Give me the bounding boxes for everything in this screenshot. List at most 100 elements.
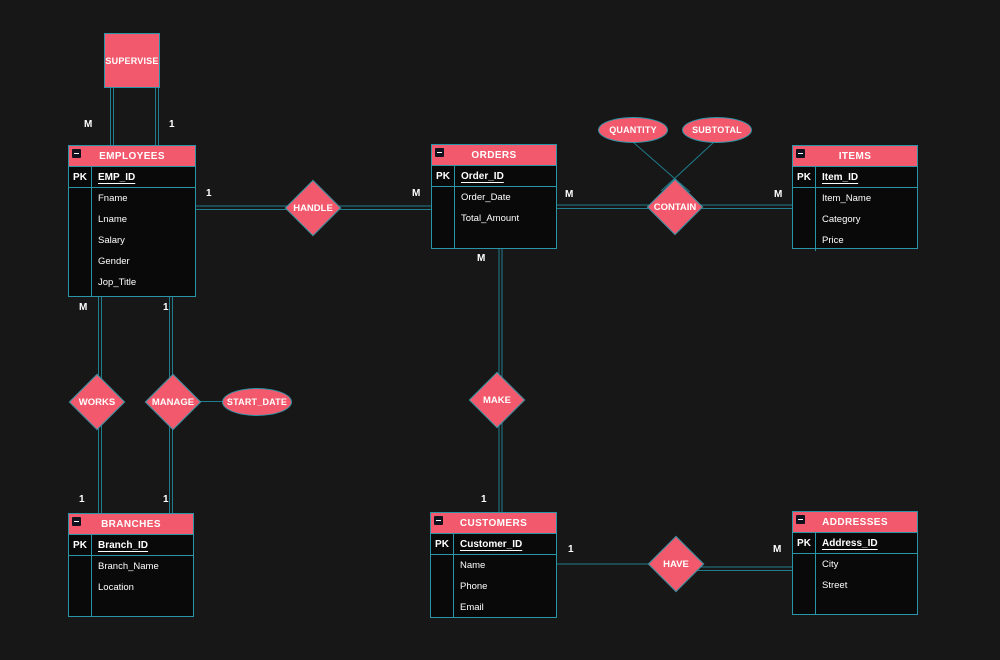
attribute: Street	[822, 580, 848, 591]
pk-attribute: Item_ID	[822, 171, 859, 183]
attribute: Email	[460, 602, 484, 613]
cardinality-label: 1	[481, 494, 487, 505]
attribute-section: Fname Lname Salary Gender Jop_Title	[69, 188, 195, 296]
pk-row: PK Branch_ID	[69, 534, 193, 556]
oval-label: SUBTOTAL	[692, 125, 742, 135]
pk-attribute: Order_ID	[461, 170, 504, 182]
entity-table-addresses[interactable]: ADDRESSES PK Address_ID City Street	[792, 511, 918, 615]
relationship-label: MAKE	[483, 394, 511, 406]
entity-table-orders[interactable]: ORDERS PK Order_ID Order_Date Total_Amou…	[431, 144, 557, 249]
cardinality-label: 1	[568, 544, 574, 555]
attribute-section: Item_Name Category Price	[793, 188, 917, 251]
collapse-icon[interactable]	[72, 517, 81, 526]
entity-header: ORDERS	[432, 145, 556, 165]
cardinality-label: M	[477, 253, 486, 264]
entity-table-items[interactable]: ITEMS PK Item_ID Item_Name Category Pric…	[792, 145, 918, 251]
attribute: Jop_Title	[98, 277, 137, 288]
gutter	[793, 554, 816, 614]
pk-row: PK Order_ID	[432, 165, 556, 187]
collapse-icon[interactable]	[796, 515, 805, 524]
cardinality-label: M	[565, 189, 574, 200]
attribute-section: Branch_Name Location	[69, 556, 193, 616]
cardinality-label: M	[79, 302, 88, 313]
pk-row: PK Customer_ID	[431, 533, 556, 555]
relationship-label: MANAGE	[151, 396, 195, 408]
attribute-oval-quantity[interactable]: QUANTITY	[598, 117, 668, 143]
relationship-handle[interactable]: HANDLE	[284, 179, 342, 237]
pk-row: PK EMP_ID	[69, 166, 195, 188]
attribute: Category	[822, 214, 861, 225]
minus-glyph	[798, 519, 803, 520]
entity-header: BRANCHES	[69, 514, 193, 534]
pk-label: PK	[432, 166, 455, 186]
pk-label: PK	[793, 167, 816, 187]
pk-attribute: Address_ID	[822, 537, 878, 549]
attribute-section: Name Phone Email	[431, 555, 556, 618]
attribute-oval-start-date[interactable]: START_DATE	[222, 388, 292, 416]
entity-header: EMPLOYEES	[69, 146, 195, 166]
entity-title: ADDRESSES	[822, 516, 888, 528]
pk-row: PK Item_ID	[793, 166, 917, 188]
pk-label: PK	[431, 534, 454, 554]
relationship-make[interactable]: MAKE	[468, 371, 526, 429]
attribute: Lname	[98, 214, 128, 225]
pk-attribute: EMP_ID	[98, 171, 136, 183]
relationship-have[interactable]: HAVE	[647, 535, 705, 593]
minus-glyph	[436, 520, 441, 521]
cardinality-label: M	[84, 119, 93, 130]
relationship-manage[interactable]: MANAGE	[144, 373, 202, 431]
relationship-label: SUPERVISE	[105, 55, 159, 66]
entity-table-employees[interactable]: EMPLOYEES PK EMP_ID Fname Lname Salary G…	[68, 145, 196, 297]
relationship-works[interactable]: WORKS	[68, 373, 126, 431]
attribute: Name	[460, 560, 486, 571]
gutter	[432, 187, 455, 248]
entity-header: ITEMS	[793, 146, 917, 166]
attribute-section: City Street	[793, 554, 917, 614]
cardinality-label: 1	[206, 188, 212, 199]
attribute: Item_Name	[822, 193, 872, 204]
pk-label: PK	[793, 533, 816, 553]
attribute: Location	[98, 582, 134, 593]
entity-title: BRANCHES	[101, 518, 161, 530]
cardinality-label: 1	[163, 494, 169, 505]
pk-attribute: Branch_ID	[98, 539, 149, 551]
relationship-label: CONTAIN	[653, 201, 697, 213]
collapse-icon[interactable]	[796, 149, 805, 158]
gutter	[69, 188, 92, 296]
attribute: Phone	[460, 581, 488, 592]
entity-table-branches[interactable]: BRANCHES PK Branch_ID Branch_Name Locati…	[68, 513, 194, 617]
oval-label: START_DATE	[226, 397, 288, 407]
connector-supervise-employees-right	[155, 88, 159, 145]
gutter	[431, 555, 454, 618]
attribute: Fname	[98, 193, 128, 204]
collapse-icon[interactable]	[435, 148, 444, 157]
entity-header: ADDRESSES	[793, 512, 917, 532]
entity-title: CUSTOMERS	[459, 517, 528, 529]
entity-table-customers[interactable]: CUSTOMERS PK Customer_ID Name Phone Emai…	[430, 512, 557, 618]
entity-title: EMPLOYEES	[99, 150, 165, 162]
entity-header: CUSTOMERS	[431, 513, 556, 533]
relationship-label: HAVE	[663, 558, 689, 570]
cardinality-label: M	[412, 188, 421, 199]
attribute: Price	[822, 235, 844, 246]
cardinality-label: M	[773, 544, 782, 555]
relationship-label: WORKS	[78, 396, 116, 408]
minus-glyph	[798, 153, 803, 154]
cardinality-label: 1	[169, 119, 175, 130]
pk-label: PK	[69, 535, 92, 555]
attribute: Gender	[98, 256, 130, 267]
collapse-icon[interactable]	[72, 149, 81, 158]
relationship-label: HANDLE	[293, 202, 333, 214]
relationship-contain[interactable]: CONTAIN	[646, 178, 704, 236]
entity-title: ITEMS	[838, 150, 872, 162]
collapse-icon[interactable]	[434, 516, 443, 525]
attribute: City	[822, 559, 839, 570]
connector-supervise-employees-left	[110, 88, 114, 145]
minus-glyph	[437, 152, 442, 153]
gutter	[69, 556, 92, 616]
attribute-oval-subtotal[interactable]: SUBTOTAL	[682, 117, 752, 143]
oval-label: QUANTITY	[609, 125, 657, 135]
cardinality-label: 1	[79, 494, 85, 505]
relationship-supervise[interactable]: SUPERVISE	[104, 33, 160, 88]
